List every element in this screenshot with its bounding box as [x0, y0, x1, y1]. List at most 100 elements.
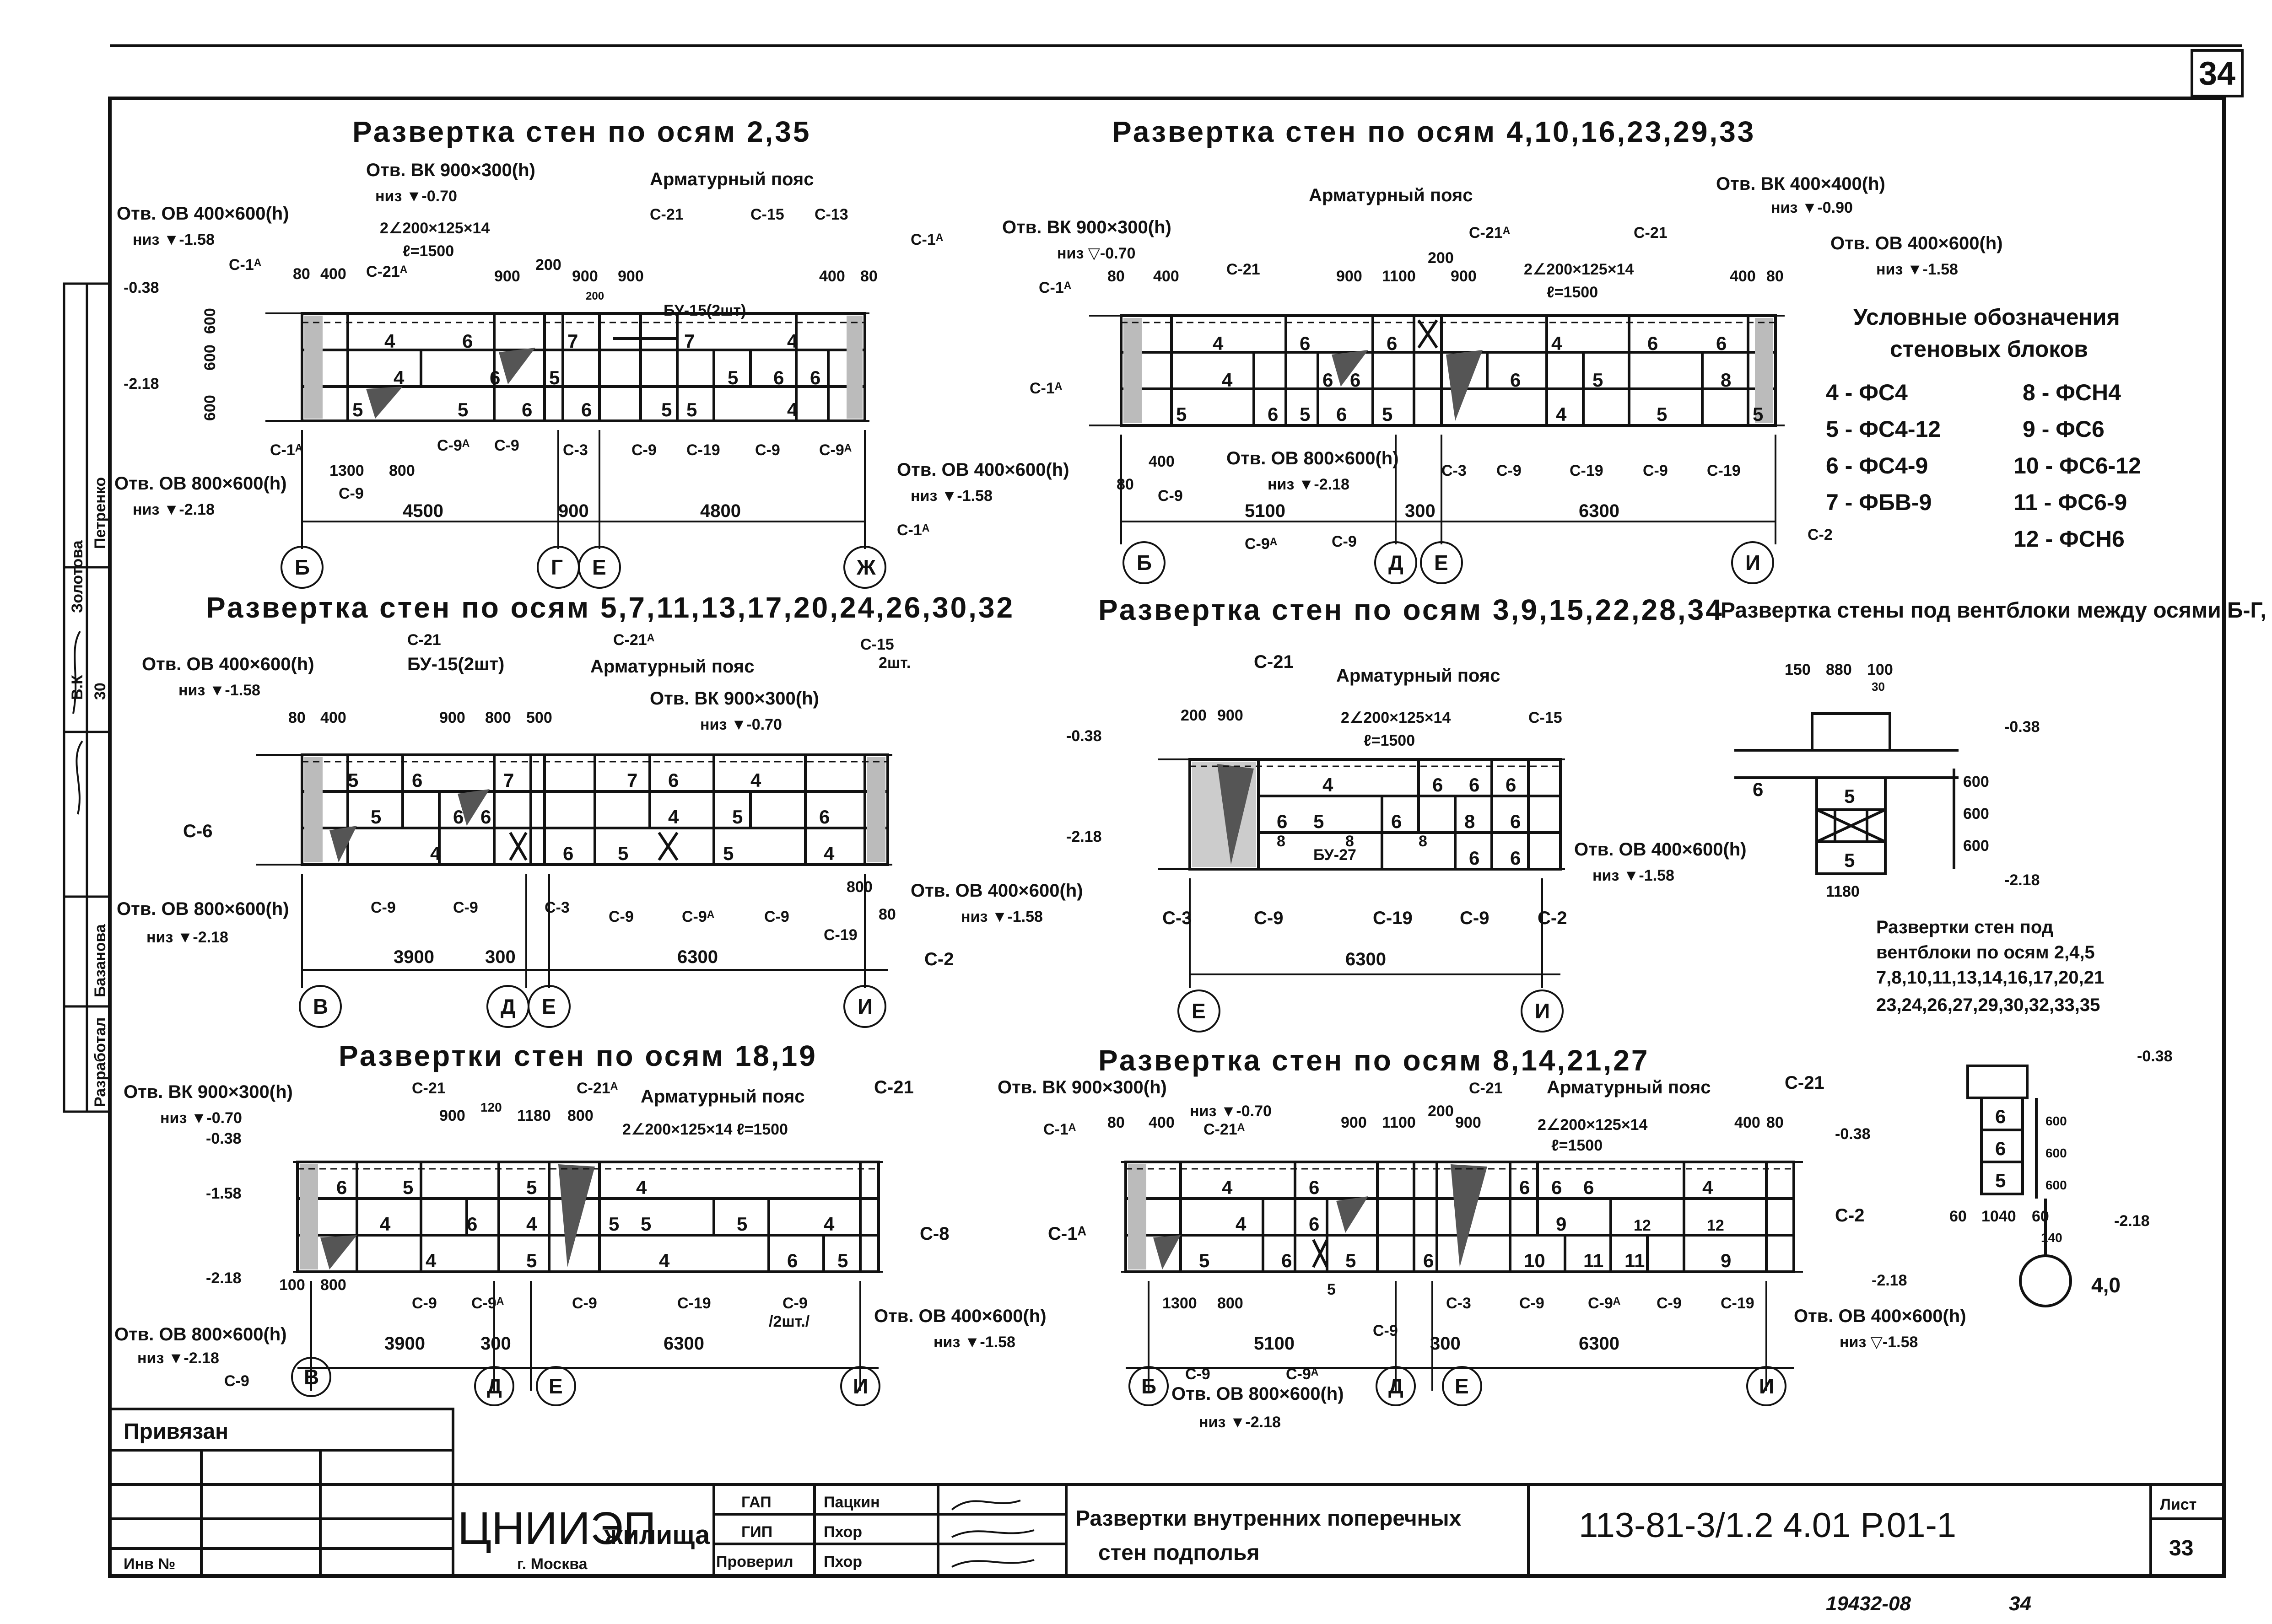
size-mark: 900: [618, 268, 644, 285]
legend-title-2: стеновых блоков: [1890, 336, 2088, 362]
block-label: 5: [641, 1213, 651, 1235]
block-label: 4: [1702, 1177, 1713, 1198]
dim-value: 300: [485, 947, 516, 967]
callout-text: БУ-15(2шт): [664, 302, 746, 319]
tag: С-21: [1634, 224, 1668, 242]
size-mark: 600: [1963, 805, 1989, 823]
size-mark: 80: [860, 268, 878, 285]
block-label: 6: [1995, 1106, 2006, 1127]
axis-label: И: [858, 995, 873, 1018]
tag: С-9: [631, 441, 657, 459]
drawing-6-dims: [291, 1281, 880, 1406]
tag: С-9: [1254, 908, 1283, 928]
callout-text: низ ▼-1.58: [133, 231, 215, 248]
size-mark: 200: [535, 256, 561, 274]
tag: С-19: [677, 1295, 711, 1312]
size-mark: 800: [389, 462, 415, 479]
legend-item: 11 - ФС6-9: [2013, 489, 2127, 515]
block-label: 6: [1510, 369, 1521, 391]
tag: С-9: [339, 485, 364, 502]
size-mark: 200: [586, 290, 604, 302]
callout-text: 2шт.: [879, 654, 911, 672]
axis-label: И: [1535, 999, 1550, 1023]
callout-text: Отв. ОВ 800×600(h): [1226, 448, 1399, 468]
side-stamp-name-2: Петренко: [92, 477, 109, 549]
callout-text: Отв. ОВ 400×600(h): [874, 1306, 1047, 1326]
size-mark: 600: [2045, 1146, 2067, 1160]
legend: Условные обозначения стеновых блоков 4 -…: [1826, 304, 2141, 552]
drawing-6-title: Развертки стен по осям 18,19: [339, 1039, 817, 1072]
level-mark: -2.18: [2114, 1212, 2150, 1230]
tag: С-13: [815, 206, 848, 223]
tag: С-9: [1519, 1295, 1544, 1312]
sheet-description-1: Развертки внутренних поперечных: [1075, 1506, 1462, 1531]
callout-text: низ ▼-0.70: [160, 1109, 242, 1127]
tag: С-9ᴬ: [1588, 1295, 1620, 1312]
callout-text: Отв. ОВ 400×600(h): [897, 460, 1069, 480]
callout-text: ℓ=1500: [403, 242, 454, 260]
block-label: 4: [668, 806, 679, 828]
block-label: 6: [563, 843, 573, 864]
size-mark: 800: [847, 878, 873, 896]
axis-label: И: [853, 1374, 868, 1398]
size-mark: 800: [320, 1276, 346, 1294]
block-label: 5: [609, 1213, 619, 1235]
tag: С-21ᴬ: [577, 1080, 618, 1097]
org-name-suffix: жилища: [604, 1520, 710, 1550]
axis-label: Е: [1455, 1374, 1469, 1398]
block-label: 4: [1236, 1213, 1247, 1235]
tag: С-2: [1808, 526, 1833, 543]
block-label: 6: [1391, 811, 1402, 832]
block-label: 4: [787, 399, 798, 420]
drawing-axes-5-7-11: Развертка стен по осям 5,7,11,13,17,20,2…: [117, 591, 1083, 1028]
axis-label: Е: [542, 995, 556, 1018]
block-label: 5: [1313, 811, 1324, 832]
size-mark: 80: [1107, 268, 1125, 285]
axis-label: И: [1745, 551, 1760, 575]
axis-label: В: [304, 1365, 319, 1389]
block-label: 4: [384, 330, 395, 352]
tag: С-9ᴬ: [437, 437, 470, 454]
block-label: 4: [426, 1250, 437, 1271]
drawing-5-title: Развертка стены под вентблоки между осям…: [1721, 598, 2272, 623]
size-mark: 1100: [1382, 268, 1416, 285]
tag: С-9: [764, 908, 789, 925]
drawing-3-wall: [256, 753, 892, 866]
block-label: 6: [1753, 779, 1763, 800]
block-label: 5: [526, 1250, 537, 1271]
block-label: 5: [732, 806, 743, 828]
block-label: 7: [684, 330, 695, 352]
drawing-4-callouts: Арматурный пояс 2∠200×125×14 ℓ=1500 БУ-2…: [1066, 652, 1747, 928]
size-mark: 120: [480, 1100, 502, 1114]
tag: С-21: [407, 631, 441, 649]
block-label: 9: [1721, 1250, 1731, 1271]
drawing-2-title: Развертка стен по осям 4,10,16,23,29,33: [1112, 115, 1755, 148]
dim-value: 4800: [700, 501, 741, 521]
side-stamp-name-1: Золотова: [69, 540, 86, 613]
block-label: 4: [659, 1250, 670, 1271]
dim-value: 4500: [403, 501, 443, 521]
callout-text: Отв. ОВ 800×600(h): [114, 473, 287, 494]
tag: С-9: [572, 1295, 597, 1312]
title-block-text: Привязан Инв № ЦНИИЭП жилища г. Москва Г…: [124, 1420, 2196, 1615]
callout-text: Отв. ОВ 400×600(h): [1794, 1306, 1966, 1326]
size-mark: 900: [1451, 268, 1477, 285]
block-label: 6: [462, 330, 473, 352]
block-label: 6: [480, 806, 491, 828]
drawing-1-title: Развертка стен по осям 2,35: [352, 115, 811, 148]
size-mark: 400: [1153, 268, 1179, 285]
block-label: 5: [1199, 1250, 1209, 1271]
size-mark: 900: [494, 268, 520, 285]
block-label: 6: [773, 367, 784, 388]
side-stamp-text: В.К 30 Золотова Петренко Базанова Разраб…: [69, 477, 109, 1107]
dim-value: 6300: [1579, 501, 1619, 521]
block-label: 6: [1350, 369, 1360, 391]
callout-text: ℓ=1500: [1364, 732, 1415, 749]
size-mark: 400: [1730, 268, 1756, 285]
drawing-7-dims: [1126, 1281, 1794, 1406]
size-mark: 80: [1766, 1114, 1784, 1131]
block-label: 6: [522, 399, 532, 420]
callout-text: низ ▼-2.18: [146, 929, 228, 946]
archive-code: 19432-08: [1826, 1592, 1911, 1615]
